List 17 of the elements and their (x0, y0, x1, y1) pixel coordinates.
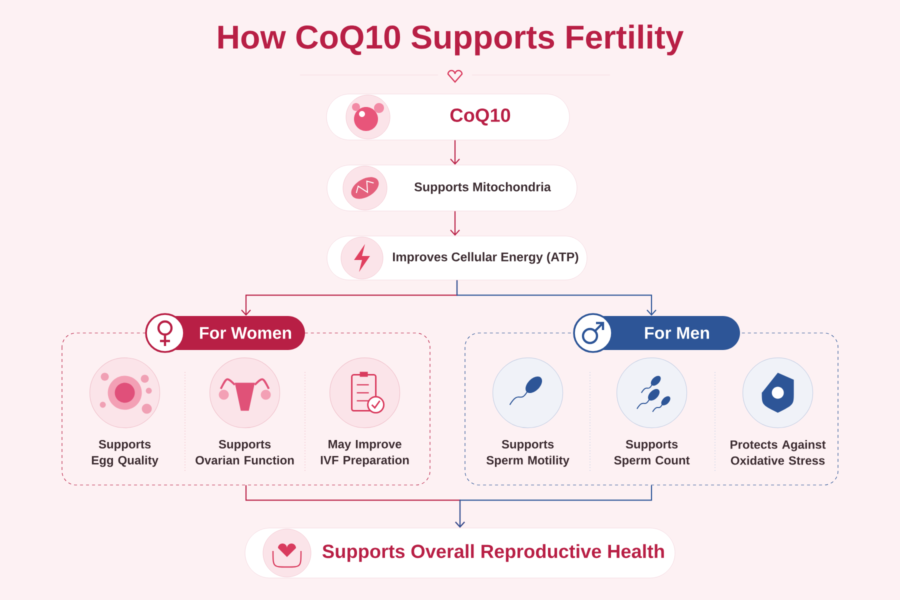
arrow (455, 485, 652, 528)
benefit-item: Protects Against Oxidative Stress (730, 440, 826, 465)
step-box: Supports Overall Reproductive Health (244, 528, 676, 578)
arrow (456, 280, 656, 316)
heading-pill: For Women (145, 313, 305, 353)
title: How CoQ10 Supports Fertility (218, 24, 684, 56)
arrow (450, 140, 460, 165)
arrow (450, 211, 460, 236)
benefit-item: Supports Ovarian Function (196, 440, 294, 464)
benefit-item: Supports Sperm Motility (486, 440, 570, 467)
benefit-item: Supports Sperm Count (614, 440, 690, 467)
step-box: Improves Cellular Energy (ATP) (326, 236, 588, 280)
benefit-item: Supports Egg Quality (92, 440, 158, 467)
heading-pill: For Men (573, 313, 740, 353)
step-box: Supports Mitochondria (326, 164, 578, 212)
benefit-item: May Improve IVF Preparation (320, 440, 409, 467)
step-box: CoQ10 (326, 94, 570, 140)
